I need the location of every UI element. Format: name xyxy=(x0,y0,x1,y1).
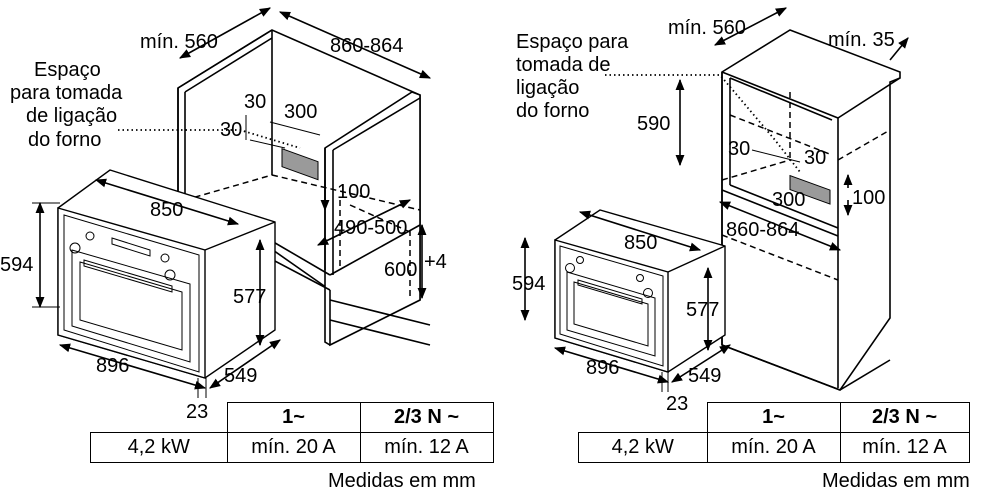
left-power-table: 1~ 2/3 N ~ 4,2 kW mín. 20 A mín. 12 A xyxy=(90,402,494,463)
left-note-line4: do forno xyxy=(28,129,101,151)
right-dim-socket-300: 300 xyxy=(772,189,805,211)
right-dim-socket-30a: 30 xyxy=(728,138,750,160)
left-dim-577: 577 xyxy=(233,286,266,308)
left-dim-plus4: +4 xyxy=(424,251,447,273)
left-table-fuse-1ph: mín. 20 A xyxy=(226,432,361,463)
left-table-fuse-3ph: mín. 12 A xyxy=(359,432,494,463)
right-dim-100: 100 xyxy=(852,187,885,209)
left-units-note: Medidas em mm xyxy=(328,470,476,492)
right-note-line4: do forno xyxy=(516,100,589,122)
right-dim-896: 896 xyxy=(586,357,619,379)
left-oven-handle xyxy=(83,259,173,293)
left-dim-600: 600 xyxy=(384,259,417,281)
right-units-note: Medidas em mm xyxy=(822,470,970,492)
right-note-line1: Espaço para xyxy=(516,31,629,53)
left-dim-min-depth: mín. 560 xyxy=(140,31,218,53)
right-dim-23: 23 xyxy=(666,393,688,415)
right-table-header-3ph: 2/3 N ~ xyxy=(839,402,970,433)
right-note-line3: ligação xyxy=(516,77,579,99)
left-socket-area xyxy=(281,147,319,181)
left-dim-850: 850 xyxy=(150,199,183,221)
left-table-power: 4,2 kW xyxy=(90,432,228,463)
right-dim-socket-30b: 30 xyxy=(804,147,826,169)
left-niche-cabinet xyxy=(177,29,431,347)
right-table-header-1ph: 1~ xyxy=(706,402,841,433)
right-power-table: 1~ 2/3 N ~ 4,2 kW mín. 20 A mín. 12 A xyxy=(578,402,970,463)
left-dim-niche-width: 860-864 xyxy=(330,35,403,57)
left-dim-896: 896 xyxy=(96,355,129,377)
right-diagram: Espaço para tomada de ligação do forno m… xyxy=(512,7,909,415)
right-tall-cabinet xyxy=(721,29,901,391)
left-dim-549: 549 xyxy=(224,365,257,387)
right-dim-549: 549 xyxy=(688,365,721,387)
left-dim-socket-30b: 30 xyxy=(220,119,242,141)
right-note-line2: tomada de xyxy=(516,54,611,76)
right-dim-850: 850 xyxy=(624,232,657,254)
left-dim-490-500: 490-500 xyxy=(334,217,407,239)
right-dim-577: 577 xyxy=(686,299,719,321)
right-note-leader xyxy=(605,74,801,173)
left-note-line2: para tomada xyxy=(10,82,123,104)
right-socket-area xyxy=(789,174,831,205)
left-table-header-1ph: 1~ xyxy=(226,402,361,433)
left-dim-594: 594 xyxy=(0,254,33,276)
left-note-line1: Espaço xyxy=(34,59,101,81)
left-dim-socket-300: 300 xyxy=(284,101,317,123)
left-dim-100: 100 xyxy=(337,181,370,203)
right-dim-590: 590 xyxy=(637,113,670,135)
left-note-line3: de ligação xyxy=(26,105,117,127)
left-dim-23: 23 xyxy=(186,401,208,423)
right-dim-min35: mín. 35 xyxy=(828,29,895,51)
right-table-power: 4,2 kW xyxy=(578,432,708,463)
right-oven-handle xyxy=(577,279,643,305)
right-table-fuse-3ph: mín. 12 A xyxy=(839,432,970,463)
left-diagram: Espaço para tomada de ligação do forno m… xyxy=(0,7,447,423)
right-dim-niche-width: 860-864 xyxy=(726,219,799,241)
right-dim-min-depth: mín. 560 xyxy=(668,17,746,39)
right-table-fuse-1ph: mín. 20 A xyxy=(706,432,841,463)
left-dim-socket-30a: 30 xyxy=(244,91,266,113)
right-dim-594: 594 xyxy=(512,273,545,295)
left-note-leader xyxy=(118,129,301,149)
left-table-header-3ph: 2/3 N ~ xyxy=(359,402,494,433)
